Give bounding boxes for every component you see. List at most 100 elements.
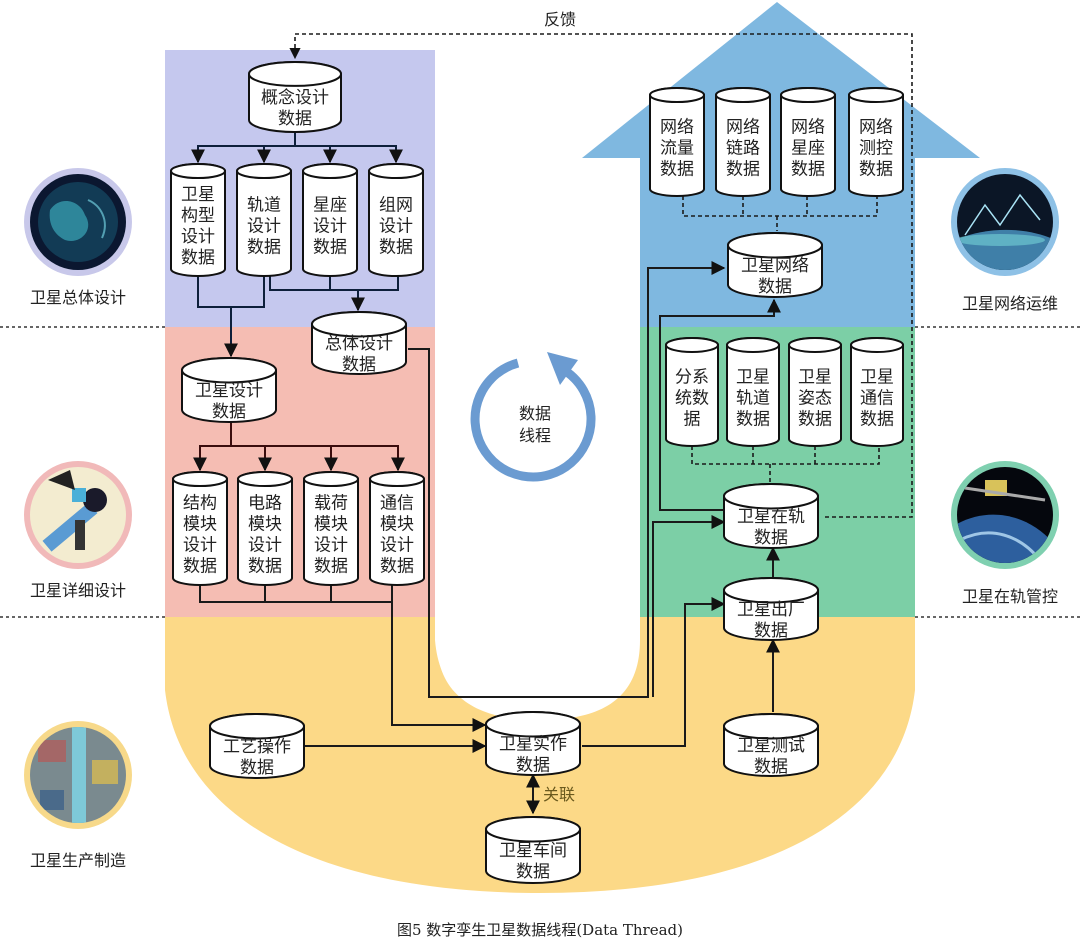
- association-label: 关联: [543, 785, 575, 804]
- cycle-arrowhead-icon: [547, 352, 578, 385]
- node-label-line: 数据: [798, 410, 832, 430]
- node-label-line: 数据: [183, 557, 217, 577]
- cylinder-top: [369, 471, 425, 488]
- node-label-line: 流量: [660, 139, 694, 159]
- cylinder-top: [726, 337, 780, 353]
- cylinder-top: [303, 471, 359, 488]
- node-label-line: 卫星设计: [195, 381, 263, 401]
- stage-detailed-design: 卫星详细设计: [24, 461, 132, 600]
- satellite-network-icon: [957, 174, 1053, 270]
- stage-label: 卫星生产制造: [30, 851, 126, 870]
- node-label-line: 卫星: [736, 368, 770, 388]
- cycle-label-1: 数据: [519, 404, 551, 423]
- cylinder-top: [368, 163, 424, 180]
- stage-network-ops: 卫星网络运维: [951, 168, 1059, 313]
- node-label-line: 数据: [754, 528, 788, 548]
- cylinder-top: [649, 87, 705, 104]
- node-label-line: 数据: [278, 109, 312, 129]
- node-label-line: 数据: [860, 410, 894, 430]
- node-label-line: 数据: [247, 238, 281, 258]
- cylinder-top: [848, 87, 904, 104]
- node-label-line: 数据: [736, 410, 770, 430]
- stage-label: 卫星详细设计: [30, 581, 126, 600]
- node-label-line: 卫星在轨: [737, 507, 805, 527]
- connectors: 关联: [191, 132, 781, 815]
- node-label-line: 网络: [791, 118, 825, 138]
- earth-globe-icon: [30, 174, 126, 270]
- cylinder-top: [181, 357, 277, 384]
- feedback-line: [289, 33, 913, 518]
- node-label-line: 概念设计: [261, 87, 329, 108]
- cylinder-top: [780, 87, 836, 104]
- cylinder-top: [665, 337, 719, 353]
- node-label-line: 分系: [675, 368, 709, 388]
- stage-label: 卫星总体设计: [30, 288, 126, 307]
- node-label-line: 结构: [183, 494, 217, 514]
- node-label-line: 链路: [726, 139, 760, 159]
- node-label-line: 电路: [248, 494, 282, 514]
- node-label-line: 数据: [342, 355, 376, 375]
- node-label-line: 设计: [181, 227, 215, 247]
- node-label-line: 工艺操作: [223, 737, 291, 757]
- node-label-line: 通信: [380, 494, 414, 514]
- satellite-blueprint-icon: [30, 467, 126, 563]
- node-label-line: 星座: [791, 139, 825, 159]
- node-label-line: 设计: [248, 536, 282, 556]
- node-label-line: 卫星: [860, 368, 894, 388]
- node-label-line: 数据: [248, 557, 282, 577]
- node-label-line: 构型: [181, 206, 215, 226]
- cylinder-top: [850, 337, 904, 353]
- node-label-line: 模块: [380, 515, 414, 535]
- satellite-orbit-icon: [957, 467, 1053, 563]
- cylinder-top: [209, 713, 305, 740]
- node-label-line: 卫星实作: [499, 735, 567, 755]
- u-inner-gap: [437, 330, 638, 718]
- cylinder-top: [715, 87, 771, 104]
- cylinder-top: [236, 163, 292, 180]
- node-label-line: 数据: [791, 160, 825, 180]
- node-label-line: 数据: [859, 160, 893, 180]
- factory-floor-icon: [30, 727, 126, 823]
- node-label-line: 数据: [181, 248, 215, 268]
- node-label-line: 卫星: [181, 185, 215, 205]
- node-label-line: 总体设计: [325, 334, 393, 354]
- cylinder-top: [723, 577, 819, 604]
- node-label-line: 轨道: [736, 389, 770, 409]
- node-label-line: 卫星测试: [737, 736, 805, 756]
- node-label-line: 模块: [314, 515, 348, 535]
- node-label-line: 数据: [380, 557, 414, 577]
- dashed-connectors: [682, 196, 880, 482]
- node-label-line: 数据: [754, 621, 788, 641]
- node-label-line: 测控: [859, 139, 893, 159]
- node-label-line: 设计: [183, 536, 217, 556]
- cylinder-top: [172, 471, 228, 488]
- node-label-line: 模块: [248, 515, 282, 535]
- node-label-line: 数据: [516, 756, 550, 776]
- node-label-line: 数据: [379, 238, 413, 258]
- node-label-line: 载荷: [314, 494, 348, 514]
- cylinder-top: [170, 163, 226, 180]
- feedback-label: 反馈: [544, 10, 576, 29]
- node-label-line: 设计: [314, 536, 348, 556]
- node-label-line: 通信: [860, 389, 894, 409]
- stage-overall-design: 卫星总体设计: [24, 168, 132, 307]
- node-label-line: 设计: [379, 217, 413, 237]
- feedback-loop: 反馈: [289, 10, 913, 518]
